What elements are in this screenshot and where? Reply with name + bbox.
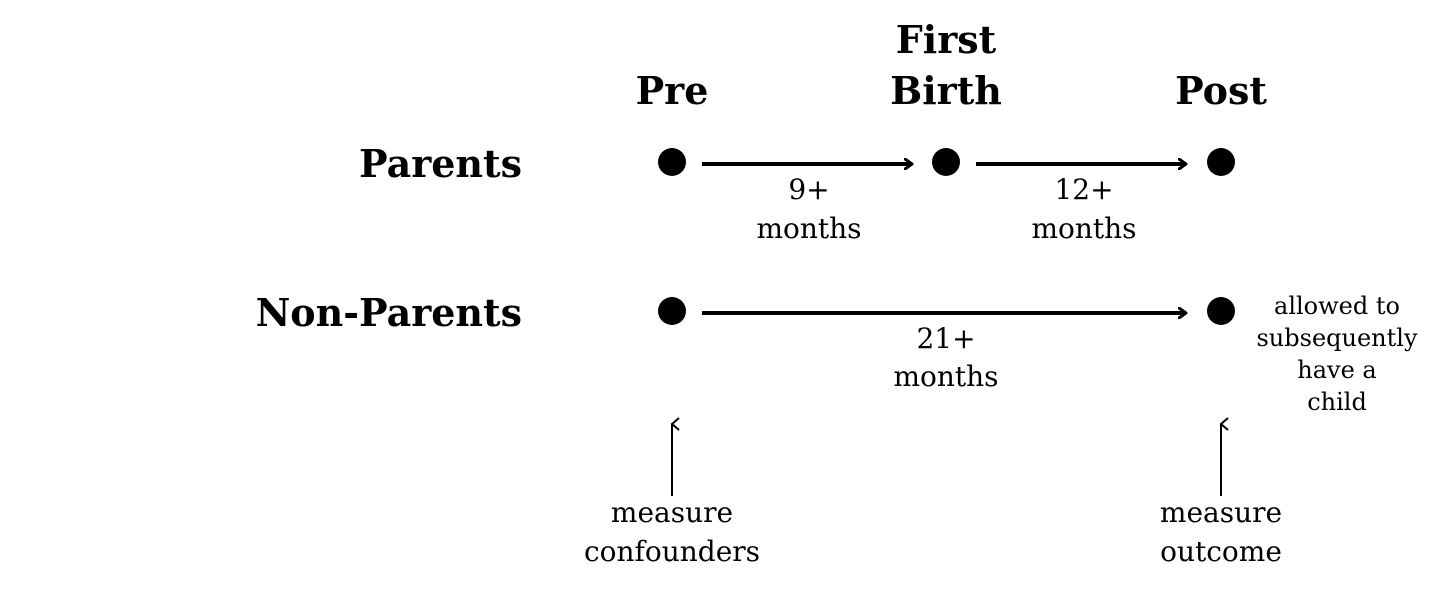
measure-post-line2: outcome: [1160, 535, 1282, 568]
column-header-first-birth-line2: Birth: [890, 68, 1002, 113]
row-label-non-parents: Non-Parents: [255, 290, 522, 335]
note-line4: child: [1307, 388, 1367, 416]
measure-pre-line2: confounders: [583, 535, 761, 568]
non-parents-post-dot: [1207, 297, 1235, 325]
parents-birth-dot: [932, 148, 960, 176]
duration-non-parents-line1: 21+: [916, 322, 976, 355]
column-header-pre: Pre: [635, 68, 709, 113]
parents-post-dot: [1207, 148, 1235, 176]
duration-parents-pre-birth-line1: 9+: [788, 173, 830, 206]
note-line1: allowed to: [1274, 292, 1400, 320]
duration-parents-birth-post-line1: 12+: [1054, 173, 1114, 206]
row-label-parents: Parents: [359, 141, 522, 186]
column-header-first-birth-line1: First: [895, 17, 997, 62]
duration-parents-pre-birth-line2: months: [756, 212, 862, 245]
note-line3: have a: [1297, 356, 1377, 384]
measure-post-line1: measure: [1159, 496, 1283, 529]
column-header-post: Post: [1175, 68, 1267, 113]
non-parents-pre-dot: [658, 297, 686, 325]
duration-parents-birth-post-line2: months: [1031, 212, 1137, 245]
parents-pre-dot: [658, 148, 686, 176]
measure-pre-line1: measure: [610, 496, 734, 529]
duration-non-parents-line2: months: [893, 360, 999, 393]
note-line2: subsequently: [1256, 324, 1418, 352]
